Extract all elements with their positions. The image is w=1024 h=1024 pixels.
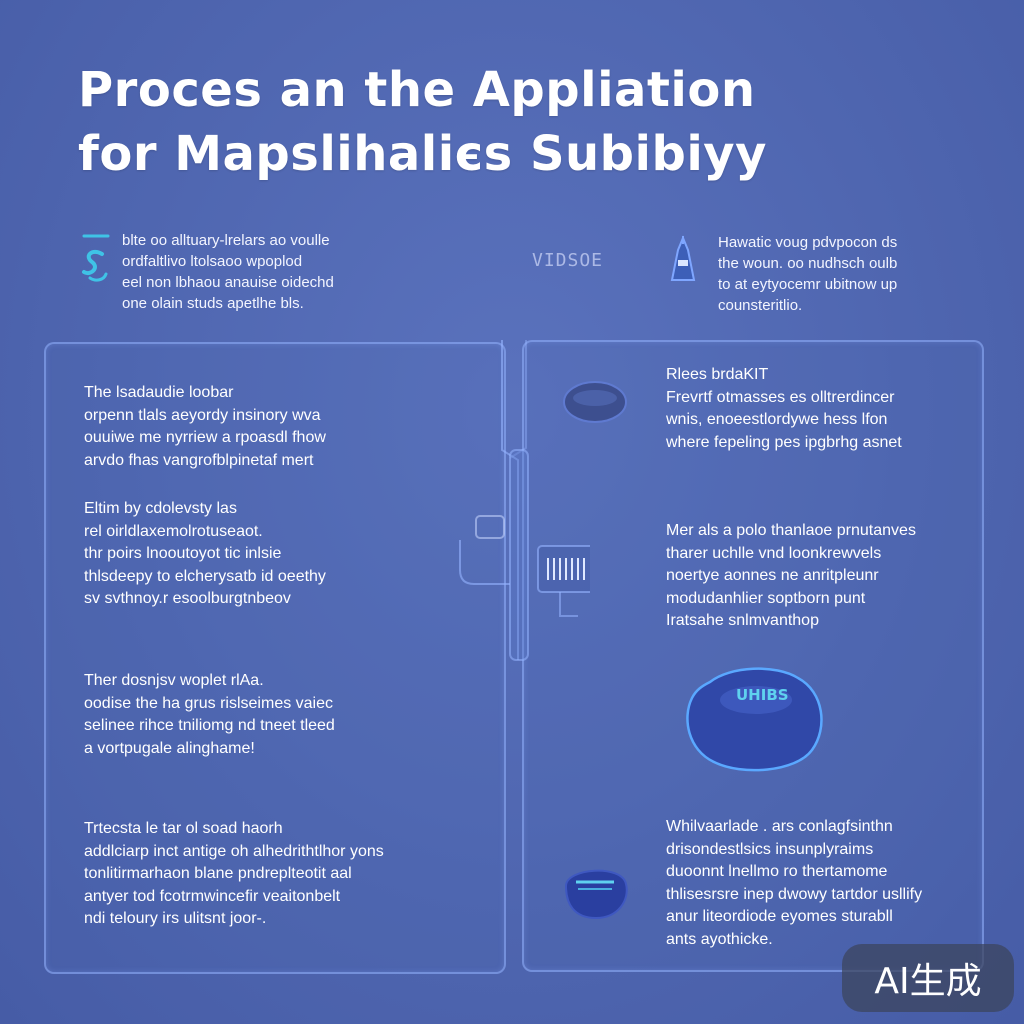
intro-left-line: blte oo alltuary-lrelars ao voulle: [122, 232, 330, 249]
text-line: ants ayothicke.: [666, 930, 773, 948]
right-block-1: Rlees brdaKIT Frevrtf otmasses es olltre…: [666, 364, 902, 454]
text-line: tonlitirmarhaon blane pndreplteotit aal: [84, 865, 352, 882]
text-line: rel oirldlaxemolrotuseaot.: [84, 522, 263, 540]
text-line: Frevrtf otmasses es olltrerdincer: [666, 388, 895, 406]
text-line: thr poirs lnooutoyot tic inlsie: [84, 545, 282, 562]
text-line: where fepeling pes ipgbrhg asnet: [666, 433, 902, 451]
text-line: orpenn tlals aeyordy insinory wva: [84, 406, 321, 424]
center-label: VIDSOE: [532, 250, 604, 271]
text-line: Iratsahe snlmvanthop: [666, 612, 819, 629]
right-block-2: Mer als a polo thanlaoe prnutanves thare…: [666, 520, 916, 633]
text-line: selinee rihce tniliomg nd tneet tleed: [84, 717, 335, 734]
text-line: Ther dosnjsv woplet rlAa.: [84, 672, 264, 689]
page-title: Proces an the Appliation for Mapslihaliє…: [78, 58, 978, 186]
left-block-2: Eltim by cdolevsty las rel oirldlaxemolr…: [84, 498, 326, 611]
right-panel: [522, 340, 984, 972]
intro-right-line: Hawatic voug pdvpocon ds: [718, 234, 898, 251]
blob-icon: [564, 869, 628, 920]
text-line: Whilvaarlade . ars conlagfsinthn: [666, 818, 893, 835]
intro-left-text: blte oo alltuary-lrelars ao voulle ordfa…: [122, 230, 392, 314]
text-line: Trtecsta le tar ol soad haorh: [84, 820, 283, 837]
right-block-3: Whilvaarlade . ars conlagfsinthn drisond…: [666, 816, 922, 951]
text-line: ouuiwe me nyrriew a rpoasdl fhow: [84, 429, 326, 446]
text-line: duoonnt lnellmo ro thertamome: [666, 863, 888, 880]
text-line: antyer tod fcotrmwincefir veaitonbelt: [84, 887, 341, 905]
cloud-label: UHIBS: [736, 686, 789, 704]
text-line: sv svthnoy.r esoolburgtnbeov: [84, 590, 291, 607]
intro-right-line: the woun. oo nudhsch oulb: [718, 255, 898, 272]
left-block-1: The lsadaudie loobar orpenn tlals aeyord…: [84, 382, 326, 472]
intro-right-line: counsteritlio.: [718, 297, 803, 314]
cloud-icon: [686, 667, 823, 772]
text-line: modudanhlier soptborn punt: [666, 589, 866, 607]
text-line: Eltim by cdolevsty las: [84, 500, 237, 517]
connector-graphic: [459, 340, 590, 661]
left-panel: [44, 342, 506, 974]
title-line-2: for Mapslihaliєs Subibiyy: [78, 126, 767, 182]
ai-generated-badge: AI生成: [842, 944, 1014, 1012]
text-line: oodise the ha grus rislseimes vaiec: [84, 694, 334, 712]
text-line: thlisesrsre inep dwowy tartdor usllify: [666, 885, 923, 903]
text-line: drisondestlsics insunplyraims: [666, 840, 874, 858]
tower-icon: [670, 235, 696, 281]
text-line: anur liteordiode eyomes sturabll: [666, 908, 893, 925]
text-line: Mer als a polo thanlaoe prnutanves: [666, 522, 916, 539]
text-line: The lsadaudie loobar: [84, 384, 234, 401]
intro-right-text: Hawatic voug pdvpocon ds the woun. oo nu…: [718, 232, 958, 316]
text-line: addlciarp inct antige oh alhedrithtlhor …: [84, 842, 384, 860]
pill-icon: [563, 381, 627, 423]
text-line: noertye aonnes ne anritpleunr: [666, 567, 879, 584]
text-line: a vortpugale alinghame!: [84, 739, 255, 757]
intro-left-line: one olain studs apetlhe bls.: [122, 295, 304, 312]
text-line: arvdo fhas vangrofblpinetaf mert: [84, 451, 314, 469]
text-line: Rlees brdaKIT: [666, 366, 769, 383]
title-line-1: Proces an the Appliation: [78, 62, 756, 118]
intro-left-line: ordfaltlivo ltolsaoo wpoplod: [122, 253, 303, 270]
intro-right-line: to at eytyocemr ubitnow up: [718, 276, 898, 293]
text-line: ndi teloury irs ulitsnt joor-.: [84, 910, 267, 927]
swirl-icon: [82, 234, 110, 282]
text-line: tharer uchlle vnd loonkrewvels: [666, 544, 882, 562]
text-line: thlsdeepy to elcherysatb id oeethy: [84, 567, 326, 585]
left-block-4: Trtecsta le tar ol soad haorh addlciarp …: [84, 818, 384, 931]
text-line: wnis, enoeestlordywe hess lfon: [666, 411, 888, 428]
intro-left-line: eel non lbhaou anauise oidechd: [122, 274, 334, 291]
left-block-3: Ther dosnjsv woplet rlAa. oodise the ha …: [84, 670, 335, 760]
